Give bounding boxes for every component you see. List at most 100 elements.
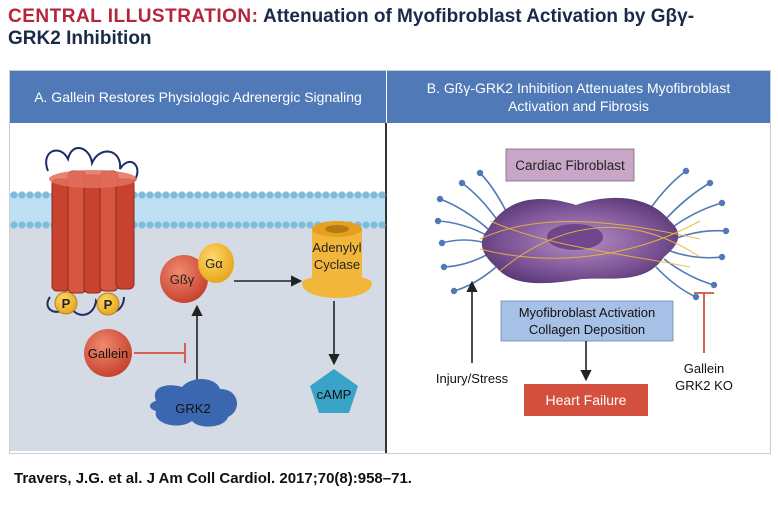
projection-tip xyxy=(718,199,726,207)
lipid-head xyxy=(178,221,186,229)
lipid-head xyxy=(234,221,242,229)
projection-tip xyxy=(440,263,448,271)
lipid-head xyxy=(138,221,146,229)
grk2-label: GRK2 xyxy=(175,401,210,416)
lipid-head xyxy=(42,221,50,229)
panel-b-header: B. Gßγ-GRK2 Inhibition Attenuates Myofib… xyxy=(387,71,770,123)
illustration-panel: A. Gallein Restores Physiologic Adrenerg… xyxy=(9,70,771,454)
lipid-head xyxy=(378,221,386,229)
title-prefix: CENTRAL ILLUSTRATION: xyxy=(8,6,259,27)
lipid-head xyxy=(10,221,18,229)
lipid-head xyxy=(10,191,18,199)
gpcr-receptor-icon xyxy=(45,147,139,316)
panel-a-header: A. Gallein Restores Physiologic Adrenerg… xyxy=(10,71,386,123)
cell-projection xyxy=(673,229,727,240)
lipid-head xyxy=(250,221,258,229)
lipid-head xyxy=(146,191,154,199)
lipid-head xyxy=(138,191,146,199)
lipid-head xyxy=(258,191,266,199)
lipid-head xyxy=(178,191,186,199)
cardiac-fibroblast-box xyxy=(505,148,635,182)
lipid-head xyxy=(170,191,178,199)
lipid-head xyxy=(378,191,386,199)
lipid-head xyxy=(314,191,322,199)
projection-tip xyxy=(718,253,726,261)
activation-label-line2: Collagen Deposition xyxy=(529,322,645,337)
lipid-head xyxy=(186,191,194,199)
gallein-label: Gallein xyxy=(88,346,128,361)
lipid-head xyxy=(282,191,290,199)
injury-stress-label: Injury/Stress xyxy=(436,371,509,386)
lipid-head xyxy=(258,221,266,229)
lipid-head xyxy=(170,221,178,229)
cyclase-label: Cyclase xyxy=(314,257,360,272)
lipid-head xyxy=(250,191,258,199)
projection-tip xyxy=(438,239,446,247)
cell-projection xyxy=(439,198,489,230)
projection-tip xyxy=(476,169,484,177)
lipid-head xyxy=(210,191,218,199)
lipid-head xyxy=(274,221,282,229)
projection-tip xyxy=(722,227,730,235)
projection-tip xyxy=(682,167,690,175)
lipid-head xyxy=(370,221,378,229)
cardiac-fibroblast-label: Cardiac Fibroblast xyxy=(515,158,625,173)
camp-pentagon-icon xyxy=(310,369,358,413)
lipid-head xyxy=(234,191,242,199)
cell-projection xyxy=(479,172,507,212)
cell-projection xyxy=(649,170,687,210)
lipid-head xyxy=(154,191,162,199)
lipid-head xyxy=(210,221,218,229)
lipid-head xyxy=(274,191,282,199)
g-alpha-icon xyxy=(198,243,234,283)
diagram-canvas: P P Gßγ Gα Adenylyl Cyclase cAMP GRK2 xyxy=(10,147,733,451)
grk2-icon xyxy=(150,378,238,427)
lipid-head xyxy=(18,221,26,229)
lipid-head xyxy=(26,221,34,229)
projection-tip xyxy=(710,281,718,289)
lipid-head xyxy=(194,191,202,199)
cell-projection xyxy=(663,258,715,286)
lipid-head xyxy=(218,191,226,199)
lipid-head xyxy=(146,221,154,229)
citation: Travers, J.G. et al. J Am Coll Cardiol. … xyxy=(14,470,412,487)
cell-projection xyxy=(663,182,711,222)
panel-b-header-line1: B. Gßγ-GRK2 Inhibition Attenuates Myofib… xyxy=(426,80,731,96)
lipid-head xyxy=(306,221,314,229)
lipid-head xyxy=(186,221,194,229)
cell-projection xyxy=(453,266,497,292)
lipid-head xyxy=(202,191,210,199)
projection-tip xyxy=(434,217,442,225)
cell-projection xyxy=(461,182,499,222)
phosphate-2-icon xyxy=(96,292,120,316)
panel-a-header-text: A. Gallein Restores Physiologic Adrenerg… xyxy=(34,89,362,105)
lipid-head xyxy=(370,191,378,199)
cell-projection xyxy=(655,266,697,298)
lipid-head xyxy=(266,191,274,199)
lipid-head xyxy=(218,221,226,229)
lipid-head xyxy=(362,191,370,199)
lipid-head xyxy=(242,191,250,199)
g-beta-gamma-icon xyxy=(160,255,208,303)
lipid-head xyxy=(154,221,162,229)
lipid-head xyxy=(282,221,290,229)
heart-failure-box xyxy=(524,384,648,416)
phosphate-1-icon xyxy=(54,291,78,315)
lipid-head xyxy=(290,191,298,199)
lipid-head xyxy=(266,221,274,229)
phosphate-2-label: P xyxy=(104,297,113,312)
g-beta-gamma-label: Gßγ xyxy=(170,272,195,287)
lipid-head xyxy=(322,191,330,199)
cell-projection xyxy=(669,250,723,259)
gallein-icon xyxy=(84,329,132,377)
lipid-head xyxy=(42,191,50,199)
lipid-head xyxy=(362,221,370,229)
lipid-head xyxy=(338,191,346,199)
lipid-head xyxy=(354,191,362,199)
lipid-head xyxy=(330,191,338,199)
panel-a-diagram: P P Gßγ Gα Adenylyl Cyclase cAMP GRK2 xyxy=(10,147,386,451)
adenylyl-label: Adenylyl xyxy=(312,240,361,255)
lipid-head xyxy=(290,221,298,229)
lipid-head xyxy=(226,221,234,229)
projection-tip xyxy=(458,179,466,187)
